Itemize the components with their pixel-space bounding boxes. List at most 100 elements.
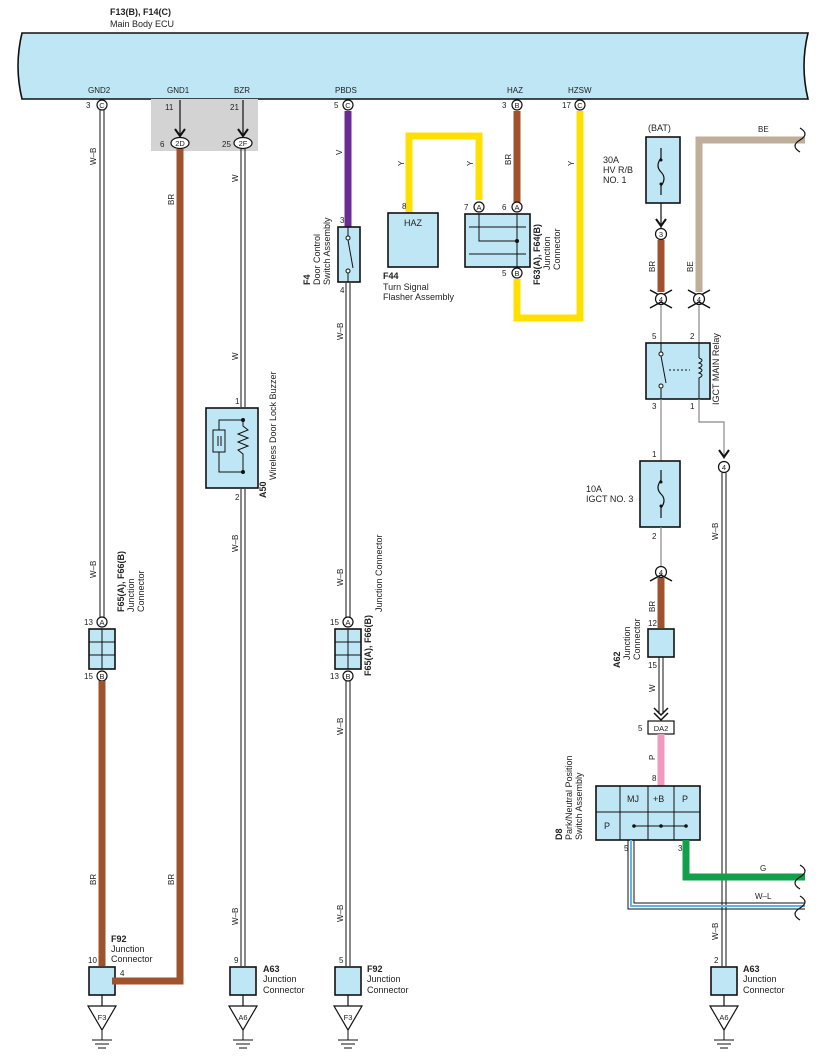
pin: 5	[652, 332, 657, 341]
wire-color: BE	[686, 261, 695, 272]
d8-id: D8	[554, 828, 564, 840]
f92-mid-connector	[334, 966, 362, 996]
a63-right-id: A63	[743, 964, 760, 974]
fuse30-name2: NO. 1	[603, 175, 627, 185]
a62-id: A62	[612, 651, 622, 668]
da2-label: DA2	[654, 724, 669, 733]
connector-circle	[654, 227, 668, 241]
f92-left-connector	[88, 966, 116, 996]
pin: 3	[678, 844, 683, 853]
term-haz: HAZ	[507, 86, 523, 95]
ecu-id: F13(B), F14(C)	[110, 7, 171, 17]
d8-p2: P	[604, 821, 610, 831]
a50-wireless-door-lock-buzzer	[205, 407, 259, 489]
fuse30-name: HV R/B	[603, 165, 633, 175]
pin: 4	[120, 969, 125, 978]
wire-color: W	[231, 352, 240, 360]
wire-color: BR	[648, 601, 657, 612]
pin: 2	[235, 493, 240, 502]
fuse10-name: IGCT NO. 3	[586, 494, 633, 504]
f65-left-id: F65(A), F66(B)	[116, 551, 126, 612]
conn-letter: A	[345, 618, 350, 627]
f65-mid-id: F65(A), F66(B)	[363, 615, 373, 676]
bat-label: (BAT)	[648, 123, 671, 133]
ground-label: A6	[238, 1013, 247, 1022]
pin: 9	[234, 956, 239, 965]
pin: 5	[502, 269, 507, 278]
connector-circle	[717, 460, 731, 474]
pin: 6	[502, 203, 507, 212]
f4-id: F4	[302, 274, 312, 285]
main-body-ecu	[17, 32, 810, 100]
term-gnd1: GND1	[167, 86, 190, 95]
pin: 4	[340, 286, 345, 295]
f92-left-name: Junction	[111, 944, 145, 954]
pin: 17	[562, 101, 571, 110]
ground-label: F3	[344, 1013, 353, 1022]
pin: 5	[638, 724, 643, 733]
pin: 12	[648, 619, 657, 628]
connector-circle	[511, 99, 523, 111]
pin: 3	[340, 216, 345, 225]
pin: 11	[165, 103, 174, 112]
fuse30-amp: 30A	[603, 155, 619, 165]
f92-mid-id: F92	[367, 964, 383, 974]
term-gnd2: GND2	[88, 86, 111, 95]
conn-letter: A	[476, 203, 481, 212]
pin: 2	[690, 332, 695, 341]
wire-color: Y	[397, 160, 406, 166]
pin: 8	[402, 202, 407, 211]
connector-circle	[692, 292, 706, 306]
wire-color: W–B	[711, 523, 720, 540]
wire-color: W–B	[336, 569, 345, 586]
f44-turn-signal-flasher	[387, 212, 439, 268]
connector-circle	[233, 136, 253, 150]
pin: 3	[652, 402, 657, 411]
a63-left-connector	[229, 966, 257, 996]
f4-name: Door Control	[312, 234, 322, 285]
connector-circle	[654, 565, 668, 579]
pin: 25	[222, 140, 231, 149]
wire-color: BR	[167, 194, 176, 205]
wire-color: W–B	[231, 535, 240, 552]
wire-color: W–L	[755, 892, 772, 901]
pin: 5	[339, 956, 344, 965]
wire-color: BE	[758, 125, 769, 134]
wire-color: W	[231, 174, 240, 182]
d8-b: +B	[653, 794, 664, 804]
f92-mid-name: Junction	[367, 974, 401, 984]
d8-p: P	[682, 794, 688, 804]
wire-color: W–B	[89, 148, 98, 165]
ecu-name: Main Body ECU	[110, 19, 174, 29]
term-bzr: BZR	[234, 86, 250, 95]
f65-left-name: Junction	[126, 578, 136, 612]
pin: 15	[84, 672, 93, 681]
wire-color: P	[648, 755, 657, 760]
wire-color: Y	[466, 160, 475, 166]
conn-letter: 2F	[239, 139, 248, 148]
connector-circle	[96, 99, 108, 111]
f4-name2: Switch Assembly	[322, 217, 332, 285]
f63-name2: Connector	[552, 228, 562, 270]
term-hzsw: HZSW	[568, 86, 592, 95]
pin: 15	[330, 618, 339, 627]
f44-name2: Flasher Assembly	[383, 292, 455, 302]
conn-letter: A	[99, 618, 104, 627]
fuse10-amp: 10A	[586, 484, 602, 494]
conn-num: 4	[659, 295, 663, 304]
wire-color: BR	[648, 261, 657, 272]
pin: 7	[464, 203, 469, 212]
wire-color: W–B	[336, 905, 345, 922]
connector-circle	[342, 616, 354, 628]
d8-mj: MJ	[627, 794, 639, 804]
pin: 8	[652, 774, 657, 783]
f92-mid-name2: Connector	[367, 985, 409, 995]
ground-symbol	[86, 1005, 118, 1032]
conn-letter: C	[577, 101, 583, 110]
f92-left-name2: Connector	[111, 954, 153, 964]
wire-color: W–B	[89, 561, 98, 578]
f44-label: HAZ	[404, 218, 423, 228]
connector-circle	[473, 201, 485, 213]
conn-num: 4	[659, 568, 663, 577]
wire-color: W–B	[711, 923, 720, 940]
